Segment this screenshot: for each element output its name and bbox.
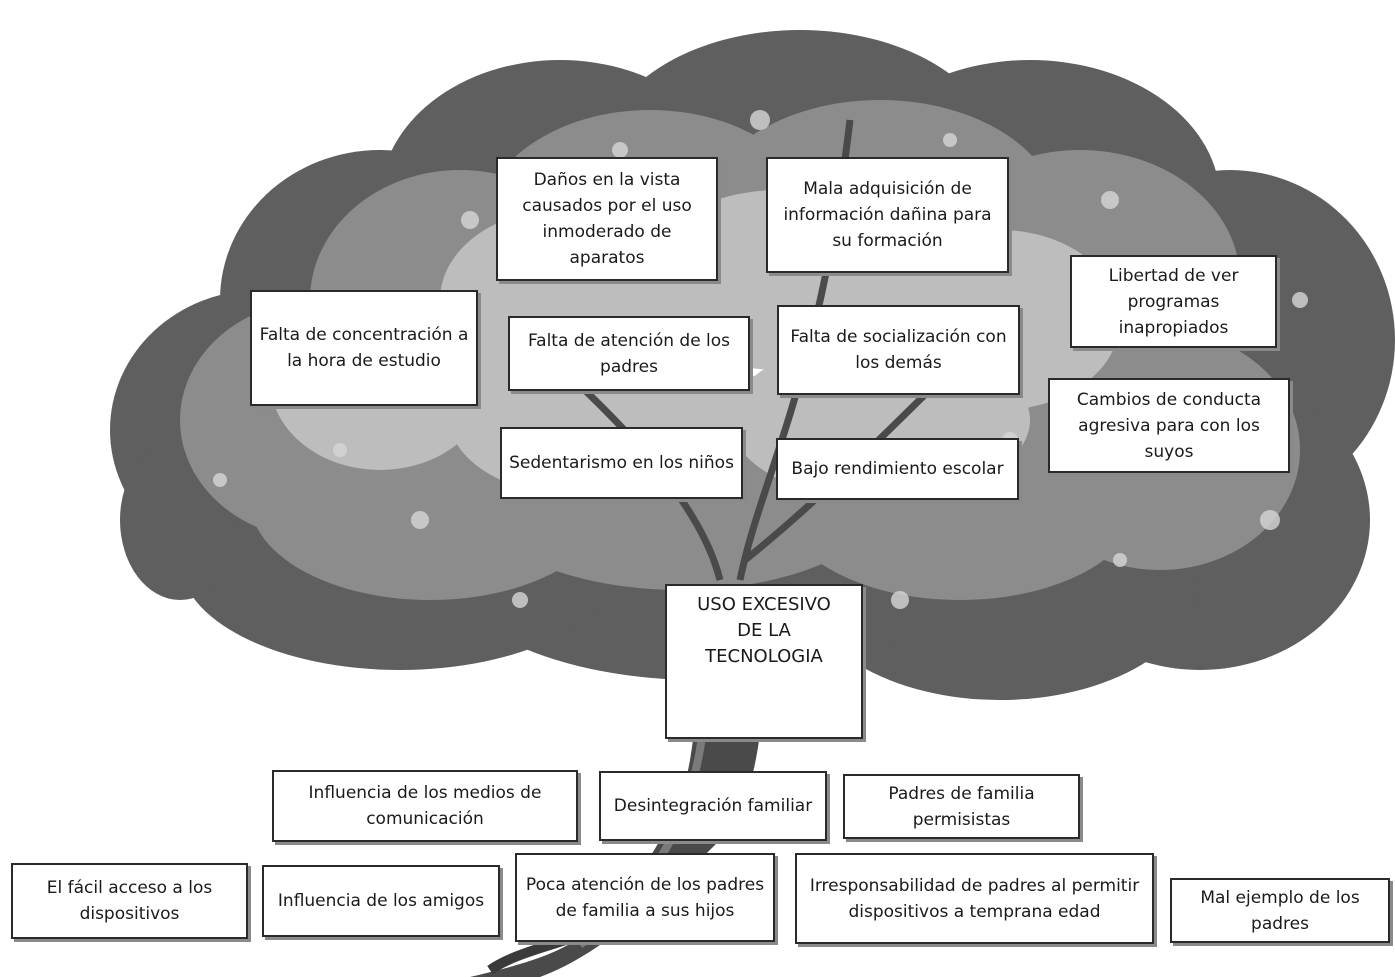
effect-text: Falta de socialización con los demás — [790, 327, 1007, 373]
effect-box-concentration: Falta de concentración a la hora de estu… — [250, 290, 478, 406]
cause-text: Influencia de los medios de comunicación — [308, 783, 542, 829]
cause-box-family-disintegration: Desintegración familiar — [599, 771, 827, 841]
cause-box-media-influence: Influencia de los medios de comunicación — [272, 770, 578, 842]
cause-box-bad-example: Mal ejemplo de los padres — [1170, 878, 1390, 943]
effect-box-inappropriate-programs: Libertad de ver programas inapropiados — [1070, 255, 1277, 348]
cause-text: Mal ejemplo de los padres — [1200, 887, 1360, 934]
effect-text: Falta de concentración a la hora de estu… — [259, 325, 469, 371]
cause-box-easy-access: El fácil acceso a los dispositivos — [11, 863, 248, 939]
cause-text: Influencia de los amigos — [277, 891, 485, 911]
effect-box-sedentarism: Sedentarismo en los niños — [500, 427, 743, 499]
cause-text: Desintegración familiar — [613, 796, 813, 816]
cause-text: Irresponsabilidad de padres al permitir … — [809, 875, 1140, 922]
effect-text: Libertad de ver programas inapropiados — [1108, 265, 1239, 338]
cause-box-low-attention: Poca atención de los padres de familia a… — [515, 853, 775, 942]
effect-box-school-performance: Bajo rendimiento escolar — [776, 438, 1019, 500]
effect-text: Cambios de conducta agresiva para con lo… — [1076, 389, 1262, 462]
effect-text: Falta de atención de los padres — [527, 330, 731, 377]
central-problem-text: USO EXCESIVO DE LA TECNOLOGIA — [697, 594, 831, 667]
effect-text: Daños en la vista causados por el uso in… — [522, 170, 692, 268]
cause-box-permissive-parents: Padres de familia permisistas — [843, 774, 1080, 839]
cause-box-friends-influence: Influencia de los amigos — [262, 865, 500, 937]
effect-box-socialization: Falta de socialización con los demás — [777, 305, 1020, 395]
effect-box-parent-attention: Falta de atención de los padres — [508, 316, 750, 391]
effect-box-harmful-information: Mala adquisición de información dañina p… — [766, 157, 1009, 273]
cause-text: Poca atención de los padres de familia a… — [525, 874, 765, 921]
effect-text: Mala adquisición de información dañina p… — [783, 179, 992, 251]
cause-box-irresponsibility: Irresponsabilidad de padres al permitir … — [795, 853, 1154, 944]
effect-text: Bajo rendimiento escolar — [791, 459, 1004, 479]
cause-text: El fácil acceso a los dispositivos — [46, 878, 213, 924]
effect-text: Sedentarismo en los niños — [509, 453, 734, 473]
cause-text: Padres de familia permisistas — [888, 783, 1035, 830]
central-problem-box: USO EXCESIVO DE LA TECNOLOGIA — [665, 584, 863, 739]
effect-box-aggressive-behavior: Cambios de conducta agresiva para con lo… — [1048, 378, 1290, 473]
effect-box-vision-damage: Daños en la vista causados por el uso in… — [496, 157, 718, 281]
